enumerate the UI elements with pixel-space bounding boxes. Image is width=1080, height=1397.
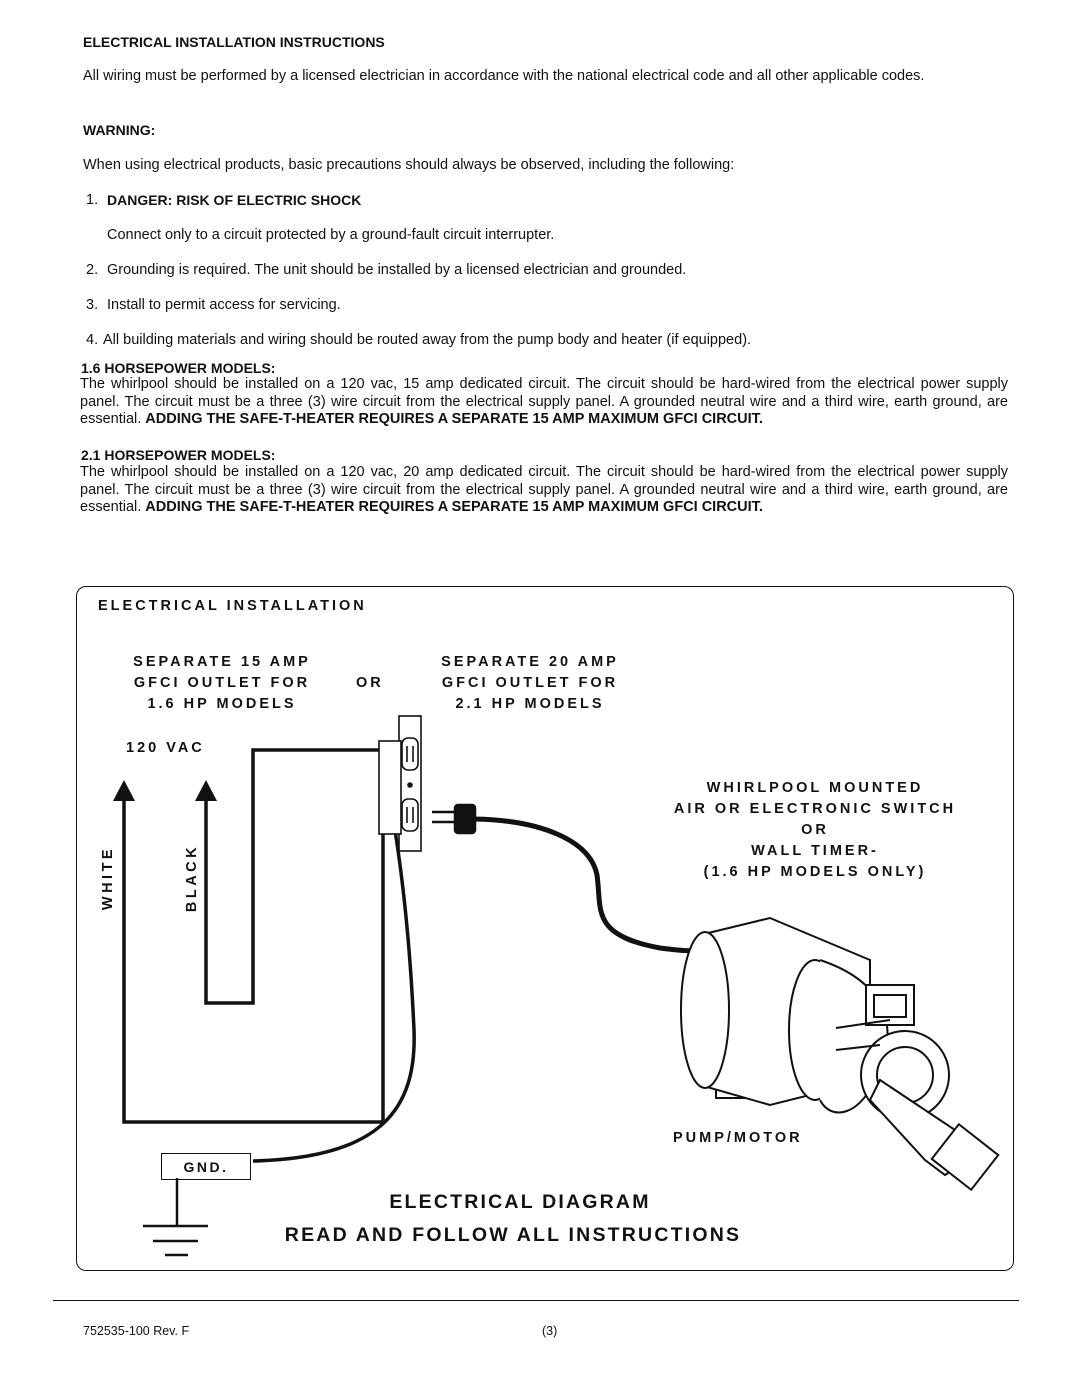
white-wire (122, 799, 385, 1124)
item-text: All building materials and wiring should… (103, 332, 752, 348)
hp21-bold: ADDING THE SAFE-T-HEATER REQUIRES A SEPA… (145, 499, 763, 515)
switch-line5: (1.6 HP MODELS ONLY) (703, 864, 927, 880)
hp21-heading: 2.1 HORSEPOWER MODELS: (81, 447, 276, 463)
footer-divider (53, 1300, 1019, 1301)
or-label: OR (356, 675, 384, 691)
white-wire-label: WHITE (100, 845, 116, 911)
hp16-heading: 1.6 HORSEPOWER MODELS: (81, 360, 276, 376)
diagram-caption: ELECTRICAL DIAGRAM (389, 1191, 651, 1213)
switch-line4: WALL TIMER- (751, 843, 879, 859)
section-title: ELECTRICAL INSTALLATION INSTRUCTIONS (83, 34, 385, 50)
pump-motor-icon (680, 916, 1000, 1192)
right-outlet-line3: 2.1 HP MODELS (455, 696, 605, 712)
hp16-text: The whirlpool should be installed on a 1… (80, 376, 1008, 427)
black-arrow-icon (195, 780, 217, 801)
item-number: 4. (86, 332, 99, 348)
item-number: 2. (86, 262, 99, 278)
switch-line2: AIR OR ELECTRONIC SWITCH (673, 801, 957, 817)
item-number: 3. (86, 297, 99, 313)
ground-wire (252, 811, 416, 1163)
hp16-bold: ADDING THE SAFE-T-HEATER REQUIRES A SEPA… (145, 411, 763, 427)
power-cord (473, 816, 708, 954)
switch-line1: WHIRLPOOL MOUNTED (706, 780, 924, 796)
pump-motor-label: PUMP/MOTOR (673, 1130, 803, 1146)
gfci-outlet-icon (378, 715, 422, 852)
item-text: Grounding is required. The unit should b… (107, 262, 687, 278)
danger-title: DANGER: RISK OF ELECTRIC SHOCK (107, 192, 362, 208)
left-outlet-line2: GFCI OUTLET FOR (133, 675, 311, 691)
ground-symbol-icon (143, 1178, 208, 1257)
diagram-box (76, 586, 1014, 1271)
vac-label: 120 VAC (126, 740, 205, 756)
item-text: Connect only to a circuit protected by a… (107, 227, 555, 243)
white-arrow-icon (113, 780, 135, 801)
left-outlet-line3: 1.6 HP MODELS (147, 696, 297, 712)
hp21-text: The whirlpool should be installed on a 1… (80, 464, 1008, 515)
right-outlet-line2: GFCI OUTLET FOR (441, 675, 619, 691)
warning-label: WARNING: (83, 122, 156, 138)
gnd-label: GND. (161, 1153, 251, 1180)
item-number: 1. (86, 192, 99, 208)
diagram-title: ELECTRICAL INSTALLATION (98, 598, 367, 614)
diagram-subcaption: READ AND FOLLOW ALL INSTRUCTIONS (284, 1224, 742, 1246)
warning-text: When using electrical products, basic pr… (83, 157, 735, 173)
power-plug-icon (432, 803, 477, 835)
switch-line3: OR (801, 822, 829, 838)
right-outlet-line1: SEPARATE 20 AMP (441, 654, 619, 670)
left-outlet-line1: SEPARATE 15 AMP (133, 654, 311, 670)
hp21-paragraph: The whirlpool should be installed on a 1… (80, 464, 1008, 517)
intro-paragraph: All wiring must be performed by a licens… (83, 68, 925, 84)
page-number: (3) (542, 1324, 558, 1338)
doc-number: 752535-100 Rev. F (83, 1324, 190, 1338)
black-wire (204, 748, 380, 1005)
item-text: Install to permit access for servicing. (107, 297, 341, 313)
black-wire-label: BLACK (184, 843, 200, 913)
hp16-paragraph: The whirlpool should be installed on a 1… (80, 376, 1008, 429)
